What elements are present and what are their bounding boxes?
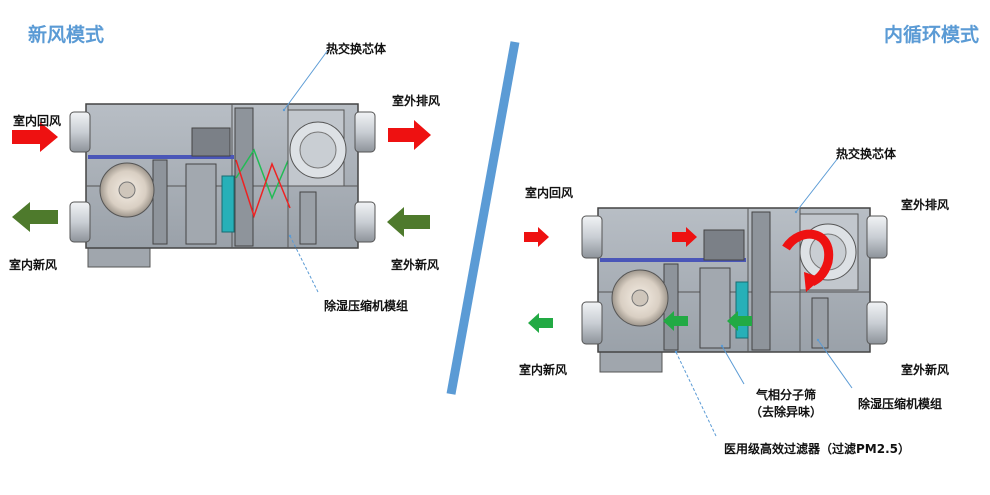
label-dehumid-module: 除湿压缩机模组 — [324, 299, 409, 313]
indoor-return-arrow-2 — [524, 227, 549, 247]
fresh-mode-unit — [12, 49, 431, 293]
label-dehumid-module-2: 除湿压缩机模组 — [858, 397, 943, 411]
label-heat-exchange-core: 热交换芯体 — [326, 42, 387, 56]
label-indoor-fresh-2: 室内新风 — [519, 363, 568, 377]
label-molecular-sieve: 气相分子筛 （去除异味） — [738, 386, 834, 420]
outdoor-fresh-arrow — [387, 207, 430, 237]
label-heat-exchange-core-2: 热交换芯体 — [836, 147, 897, 161]
label-outdoor-fresh-2: 室外新风 — [901, 363, 950, 377]
indoor-return-arrow — [12, 122, 58, 152]
recirc-mode-title: 内循环模式 — [884, 24, 980, 46]
label-hepa-filter: 医用级高效过滤器（过滤PM2.5） — [724, 442, 910, 456]
label-outdoor-exhaust: 室外排风 — [392, 94, 441, 108]
indoor-fresh-arrow-2 — [528, 313, 553, 333]
label-indoor-fresh: 室内新风 — [9, 258, 58, 272]
label-molecular-sieve-line1: 气相分子筛 — [755, 388, 816, 402]
label-outdoor-fresh: 室外新风 — [391, 258, 440, 272]
indoor-fresh-arrow — [12, 202, 58, 232]
recirc-mode-unit — [524, 157, 888, 437]
label-outdoor-exhaust-2: 室外排风 — [901, 198, 950, 212]
label-indoor-return-2: 室内回风 — [525, 186, 574, 200]
outdoor-exhaust-arrow — [388, 120, 431, 150]
mode-divider — [446, 41, 520, 395]
fresh-mode-title: 新风模式 — [28, 24, 105, 46]
label-indoor-return: 室内回风 — [13, 114, 62, 128]
label-molecular-sieve-line2: （去除异味） — [749, 405, 822, 419]
